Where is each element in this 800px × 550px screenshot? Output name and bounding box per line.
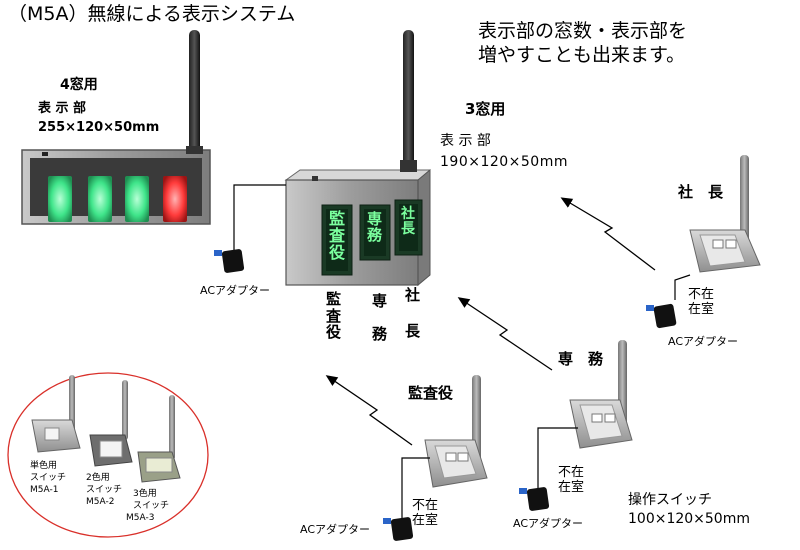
window-green-3	[125, 176, 149, 222]
window-green-2	[88, 176, 112, 222]
window-char: 長	[401, 220, 415, 237]
window-char: 務	[367, 225, 383, 244]
caption-char: 査	[326, 306, 342, 325]
display-3window	[284, 30, 431, 287]
window-char: 監	[329, 209, 346, 228]
window-text-shacho: 社 長	[401, 207, 415, 236]
window-text-senmu: 専 務	[367, 210, 383, 244]
switch-kansayaku-status2: 在室	[412, 513, 439, 528]
variant1-line1: 単色用	[30, 461, 58, 471]
window-char: 査	[329, 225, 346, 245]
note-line-1: 表示部の窓数・表示部を	[478, 20, 688, 42]
window-char: 社	[401, 206, 415, 222]
switch-shacho	[646, 155, 761, 329]
switch-senmu-status2: 在室	[558, 480, 585, 495]
adapter-label-display: ACアダプター	[200, 284, 271, 297]
operation-size: 100×120×50mm	[628, 511, 750, 527]
switch-senmu-status1: 不在	[558, 465, 585, 480]
caption-kansayaku: 監 査 役	[326, 291, 341, 341]
signal-arrow-kansayaku	[325, 375, 413, 446]
display-4window	[21, 30, 211, 225]
window-char: 役	[329, 242, 346, 262]
caption-senmu: 専 務	[372, 285, 387, 351]
operation-title: 操作スイッチ	[628, 492, 712, 508]
caption-char: 社	[405, 286, 421, 304]
signal-arrows	[325, 197, 656, 446]
adapter-3window	[214, 184, 286, 273]
variant2-line1: 2色用	[86, 473, 110, 483]
note-line-2: 増やすことも出来ます。	[478, 44, 686, 66]
window-char: 専	[367, 210, 383, 228]
switch-senmu-adapter: ACアダプター	[513, 517, 584, 530]
switch-kansayaku-status1: 不在	[412, 498, 439, 513]
window-text-kansayaku: 監 査 役	[329, 209, 346, 262]
display4-title: 4窓用	[60, 77, 98, 93]
display3-title: 3窓用	[465, 100, 506, 118]
window-red-4	[163, 176, 187, 222]
variant1-model: M5A-1	[30, 485, 59, 495]
switch-shacho-status2: 在室	[688, 302, 715, 317]
switch-shacho-status1: 不在	[688, 287, 715, 302]
antenna-4window	[189, 30, 200, 152]
switch-senmu-name: 専 務	[558, 350, 604, 368]
display4-label: 表 示 部	[38, 101, 87, 116]
antenna-3window	[403, 30, 414, 170]
caption-shacho: 社 長	[405, 277, 420, 349]
variants-group	[7, 372, 209, 538]
switch-senmu	[519, 340, 633, 511]
variant2-model: M5A-2	[86, 497, 115, 507]
variant3-line1: 3色用	[133, 489, 157, 499]
variant3-line2: スイッチ	[133, 501, 170, 511]
switch-kansayaku-name: 監査役	[408, 384, 454, 402]
variant2-line2: スイッチ	[86, 485, 123, 495]
variants-circle	[7, 372, 209, 538]
variant3-model: M5A-3	[126, 513, 155, 523]
caption-char: 専	[372, 292, 388, 310]
signal-arrow-shacho	[560, 197, 656, 271]
display3-label: 表 示 部	[440, 133, 491, 149]
page-title: （M5A）無線による表示システム	[8, 3, 296, 25]
caption-char: 務	[372, 325, 388, 343]
switch-shacho-adapter: ACアダプター	[668, 335, 739, 348]
caption-char: 長	[405, 322, 421, 340]
variant1-line2: スイッチ	[30, 473, 67, 483]
switch-shacho-name: 社 長	[678, 183, 724, 201]
display4-size: 255×120×50mm	[38, 120, 160, 135]
window-green-1	[48, 176, 72, 222]
switch-kansayaku-adapter: ACアダプター	[300, 523, 371, 536]
caption-char: 監	[326, 290, 342, 308]
signal-arrow-senmu	[457, 297, 553, 371]
switch-kansayaku	[383, 375, 488, 541]
caption-char: 役	[326, 323, 342, 341]
display3-size: 190×120×50mm	[440, 154, 568, 170]
